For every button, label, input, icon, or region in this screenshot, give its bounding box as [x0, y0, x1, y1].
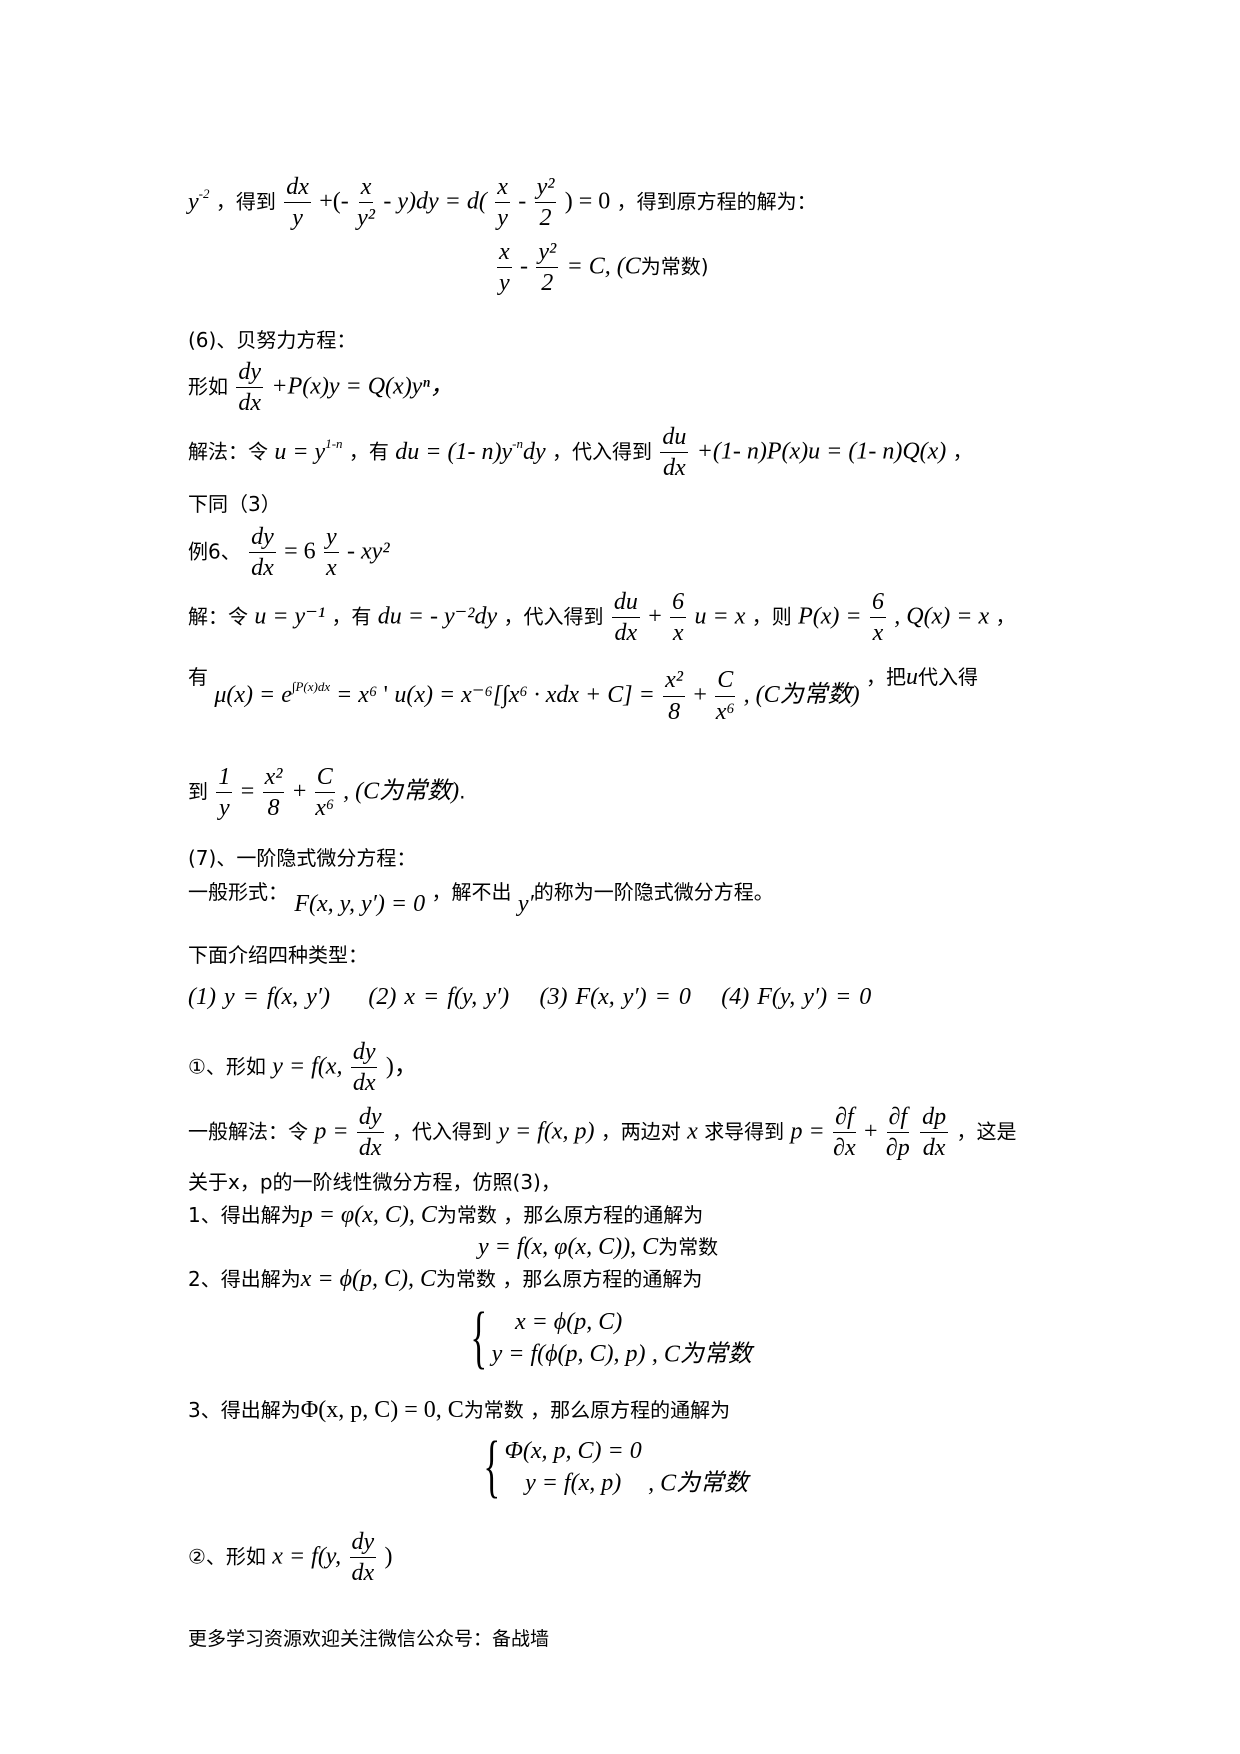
solution-1: 1、得出解为p = φ(x, C), C为常数 ，那么原方程的通解为: [188, 1202, 704, 1228]
case-1-method-cont: 关于x，p的一阶线性微分方程，仿照(3)，: [188, 1170, 561, 1194]
section-6-title: (6)、贝努力方程：: [188, 328, 357, 352]
implicit-general-form: 一般形式： F(x, y, y′) = 0 ，解不出 y′的称为一阶隐式微分方程…: [188, 880, 774, 917]
text: ，得到原方程的解为：: [616, 189, 817, 214]
solution-2: 2、得出解为x = ϕ(p, C), C为常数 ，那么原方程的通解为: [188, 1266, 703, 1292]
bernoulli-next: 下同（3）: [188, 492, 281, 516]
solution-2-system: { x = ϕ(p, C)y = f(ϕ(p, C), p) , C为常数: [470, 1299, 752, 1376]
integrating-factor-line: 有 μ(x) = e∫P(x)dx = x⁶ ' u(x) = x⁻⁶[∫x⁶ …: [188, 664, 979, 725]
text: ，得到: [215, 189, 276, 214]
footer-note: 更多学习资源欢迎关注微信公众号：备战墙: [188, 1628, 550, 1650]
types-list: (1) y = f(x, y′) (2) x = f(y, y′) (3) F(…: [188, 984, 872, 1010]
math-y: y-2: [188, 185, 210, 215]
types-intro: 下面介绍四种类型：: [188, 943, 368, 967]
solution-1-result: y = f(x, φ(x, C)), C为常数: [478, 1234, 719, 1260]
section-7-title: (7)、一阶隐式微分方程：: [188, 846, 417, 870]
bernoulli-method: 解法：令 u = y1-n ，有 du = (1- n)y-ndy ，代入得到 …: [188, 424, 973, 482]
solution-3: 3、得出解为Φ(x, p, C) = 0, C为常数 ，那么原方程的通解为: [188, 1397, 731, 1423]
